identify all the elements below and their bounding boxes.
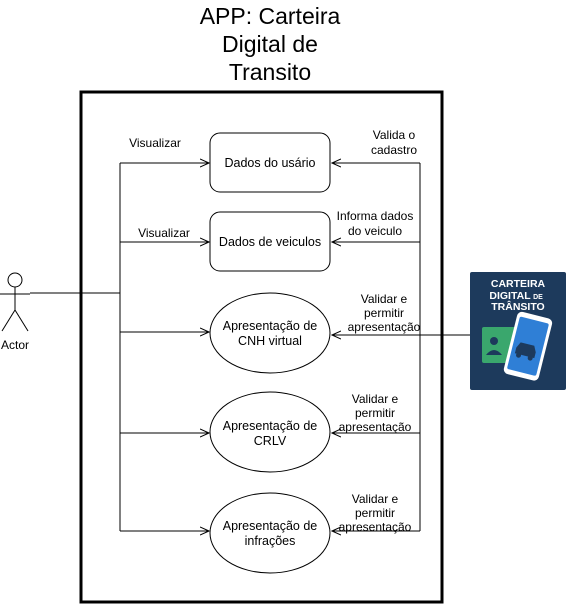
use-case-infracoes bbox=[209, 492, 331, 574]
diagram-title-line-3: Transito bbox=[229, 59, 311, 85]
edge-label-infracoes-2: permitir bbox=[355, 506, 395, 520]
car-wheel-left-icon bbox=[516, 352, 522, 358]
use-case-crlv-label-1: Apresentação de bbox=[223, 419, 318, 433]
edge-label-cnh-2: permitir bbox=[364, 306, 404, 320]
edge-label-crlv-1: Validar e bbox=[352, 392, 399, 406]
phone-icon bbox=[503, 311, 553, 381]
actor-right-leg bbox=[14, 309, 29, 332]
service-connectors bbox=[332, 163, 470, 531]
edge-label-valida-cadastro-2: cadastro bbox=[371, 143, 417, 157]
edge-label-informa-dados-1: Informa dados bbox=[337, 209, 414, 223]
edge-label-crlv-3: apresentação bbox=[339, 420, 412, 434]
logo-text-line-2a: DIGITAL bbox=[489, 290, 531, 302]
use-case-cnh-virtual-label-2: CNH virtual bbox=[238, 334, 302, 348]
use-case-dados-veiculos-label: Dados de veiculos bbox=[219, 235, 321, 249]
edge-label-crlv-2: permitir bbox=[355, 406, 395, 420]
edge-label-visualizar-1: Visualizar bbox=[129, 136, 181, 150]
license-person-head-icon bbox=[490, 337, 498, 345]
use-case-cnh-virtual bbox=[209, 292, 331, 374]
use-case-crlv-label-2: CRLV bbox=[254, 434, 287, 448]
use-case-dados-veiculos bbox=[209, 211, 331, 272]
logo-text-line-3: TRÂNSITO bbox=[491, 300, 544, 313]
use-case-cnh-virtual-label-1: Apresentação de bbox=[223, 319, 318, 333]
logo-text-line-1: CARTEIRA bbox=[491, 278, 546, 290]
use-case-infracoes-label-2: infrações bbox=[245, 534, 296, 548]
actor-left-leg bbox=[1, 309, 16, 332]
use-case-dados-usuario bbox=[209, 132, 331, 193]
edge-label-infracoes-3: apresentação bbox=[339, 520, 412, 534]
actor-head bbox=[7, 272, 23, 288]
logo-text-line-2b: DE bbox=[533, 294, 543, 301]
use-case-crlv bbox=[209, 391, 331, 473]
use-case-infracoes-label-1: Apresentação de bbox=[223, 519, 318, 533]
car-wheel-right-icon bbox=[527, 355, 533, 361]
actor-label: Actor bbox=[1, 338, 29, 352]
diagram-title-line-2: Digital de bbox=[222, 31, 318, 57]
edge-label-valida-cadastro-1: Valida o bbox=[373, 128, 416, 142]
diagram-title-line-1: APP: Carteira bbox=[200, 3, 341, 29]
use-case-dados-usuario-label: Dados do usário bbox=[224, 156, 315, 170]
edge-label-informa-dados-2: do veiculo bbox=[348, 224, 402, 238]
license-person-body-icon bbox=[486, 350, 502, 355]
edge-label-infracoes-1: Validar e bbox=[352, 492, 399, 506]
carteira-digital-logo: CARTEIRA DIGITAL DE TRÂNSITO bbox=[470, 272, 566, 390]
edge-label-cnh-3: apresentação bbox=[348, 320, 421, 334]
actor-figure bbox=[0, 272, 30, 332]
edge-label-visualizar-2: Visualizar bbox=[138, 226, 190, 240]
edge-label-cnh-1: Validar e bbox=[361, 292, 408, 306]
system-boundary bbox=[79, 90, 444, 604]
actor-connectors bbox=[30, 163, 209, 531]
